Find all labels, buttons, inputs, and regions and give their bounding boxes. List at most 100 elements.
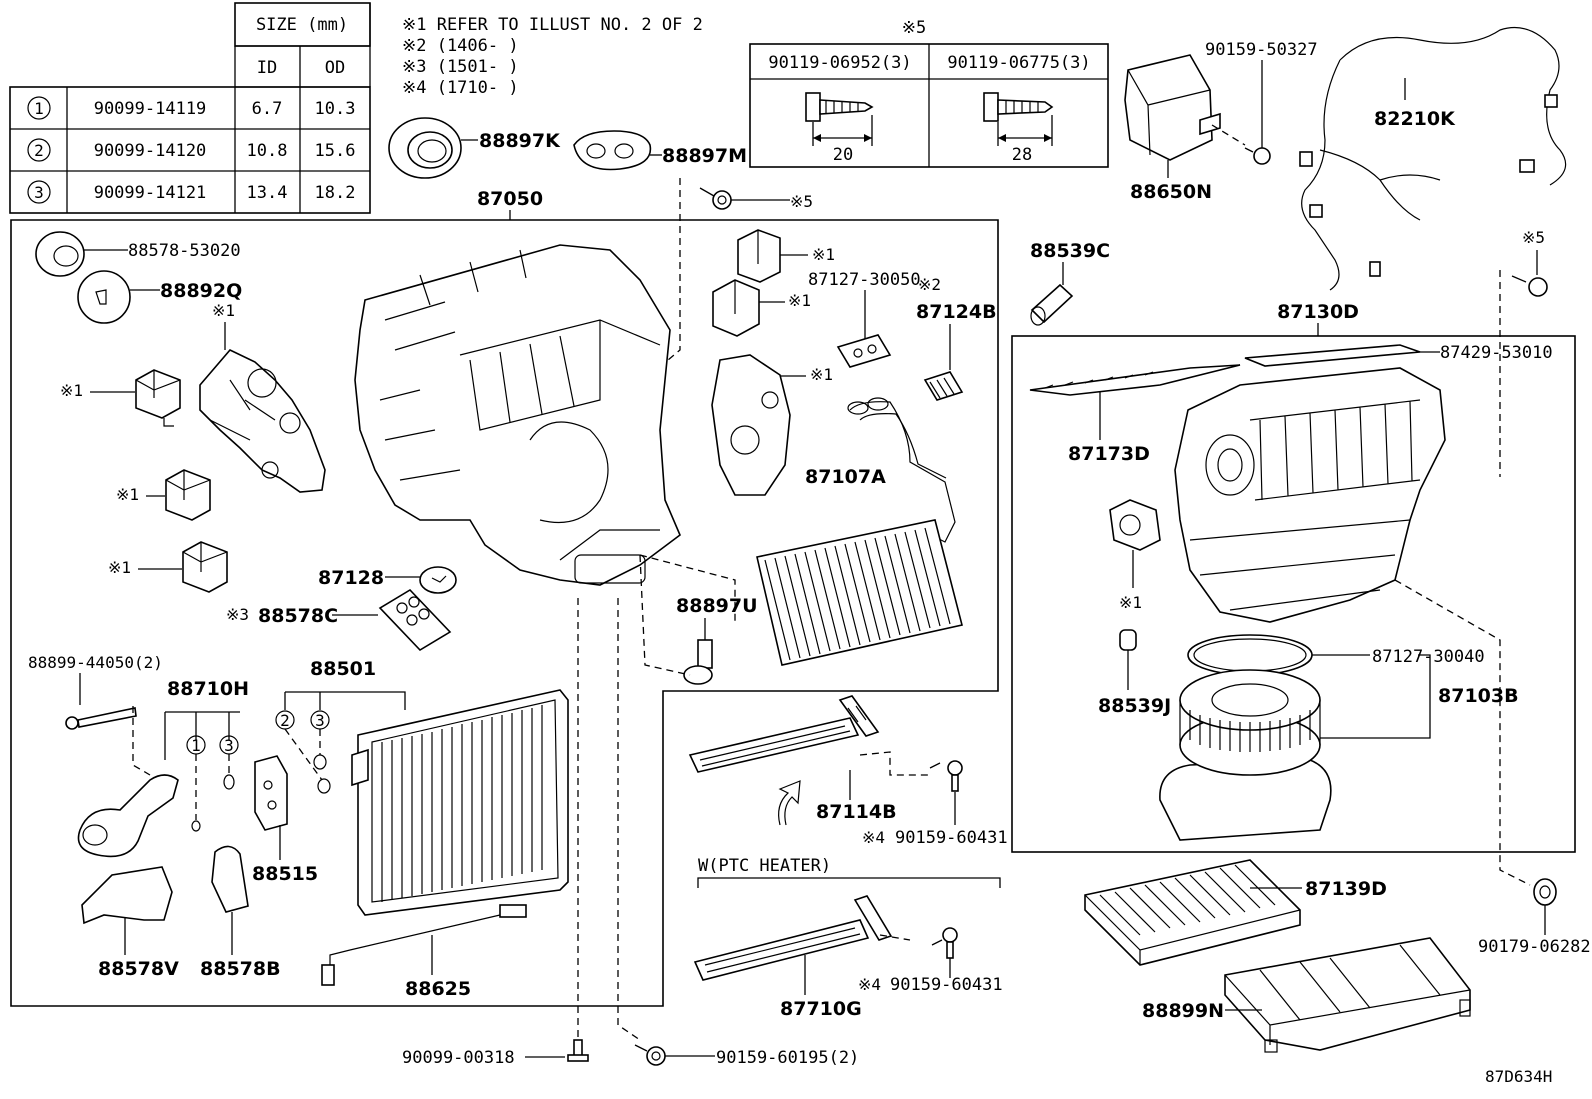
label-87114b: 87114B: [816, 801, 897, 823]
label-90179-06282: 90179-06282: [1478, 937, 1591, 957]
foam-87128-icon: [385, 566, 457, 594]
bolt-20-icon: [805, 92, 874, 146]
label-87050: 87050: [477, 188, 543, 210]
label-90159-50327: 90159-50327: [1205, 40, 1318, 60]
label-82210k: 82210K: [1374, 108, 1456, 130]
label-87124b: 87124B: [916, 301, 997, 323]
label-88899-44050: 88899-44050(2): [28, 653, 163, 672]
label-88501: 88501: [310, 658, 376, 680]
mark-1-d: ※1: [108, 558, 131, 577]
mark-5-right: ※5: [1522, 228, 1545, 247]
screw-icon: [931, 927, 958, 978]
label-87173d: 87173D: [1068, 443, 1150, 465]
damper-linkage-icon: [199, 349, 326, 493]
label-88578b: 88578B: [200, 958, 281, 980]
seal-88578-53020-icon: [35, 231, 128, 277]
bolt-table: ※5 90119-06952(3) 90119-06775(3) 20 28: [749, 18, 1109, 168]
diagram-id: 87D634H: [1485, 1067, 1552, 1086]
pipe-88710h-icon: [77, 774, 179, 858]
filter-87139d-icon: [1084, 859, 1302, 966]
servo-motor-icon: [712, 279, 760, 337]
label-88625: 88625: [405, 978, 471, 1000]
notes: ※1 REFER TO ILLUST NO. 2 OF 2 ※2 (1406- …: [402, 15, 703, 98]
servo-motor-icon: [182, 541, 228, 593]
seal-87429-53010-icon: [1244, 344, 1440, 367]
bolt-col-1-length: 20: [833, 145, 853, 165]
screw-icon: [1511, 275, 1548, 297]
mark-1-b: ※1: [60, 381, 83, 400]
group-87050-frame: [10, 219, 999, 1007]
size-row-3-num: 3: [34, 183, 44, 202]
screw-icon: [929, 760, 963, 825]
note-4: ※4 (1710- ): [402, 78, 519, 98]
bolt-table-header: ※5: [902, 18, 926, 38]
label-90159-60431-b: 90159-60431: [890, 975, 1003, 995]
label-88897u: 88897U: [676, 595, 758, 617]
label-88899n: 88899N: [1142, 1000, 1224, 1022]
mark-2: ※2: [918, 275, 941, 294]
label-87130d: 87130D: [1277, 301, 1359, 323]
label-88578-53020: 88578-53020: [128, 241, 241, 261]
group-87130d-frame: [1011, 335, 1576, 853]
wire-harness-82210k-icon: [1299, 26, 1567, 291]
grommet-88897m-icon: [573, 130, 662, 171]
label-90159-60195: 90159-60195(2): [716, 1048, 859, 1068]
size-row-1-part: 90099-14119: [94, 99, 207, 119]
nut-icon: [1533, 878, 1557, 935]
note-3: ※3 (1501- ): [402, 57, 519, 77]
grommet-88897u-icon: [683, 639, 713, 685]
blower-case-icon: [1174, 367, 1446, 623]
gasket-87127-30050-icon: [836, 334, 892, 368]
mark-5-top: ※5: [790, 192, 813, 211]
bolt-col-2-length: 28: [1012, 145, 1032, 165]
label-88539j: 88539J: [1098, 695, 1171, 717]
clip-87124b-icon: [923, 371, 964, 401]
bolt-28-icon: [983, 92, 1054, 146]
size-row-3-part: 90099-14121: [94, 183, 207, 203]
size-row-1-num: 1: [34, 99, 44, 118]
label-88650n: 88650N: [1130, 181, 1212, 203]
label-87429-53010: 87429-53010: [1440, 343, 1553, 363]
label-88539c: 88539C: [1030, 240, 1110, 262]
filter-tray-88899n-icon: [1224, 937, 1471, 1053]
ring-3-num: 3: [224, 736, 234, 755]
mark-4-a: ※4: [862, 828, 885, 847]
label-88897m: 88897M: [662, 145, 747, 167]
label-88578v: 88578V: [98, 958, 179, 980]
ptc-heater-87114b-icon: [688, 695, 880, 826]
mark-1-e: ※1: [812, 245, 835, 264]
label-88710h: 88710H: [167, 678, 249, 700]
servo-motor-icon: [1109, 499, 1161, 588]
mark-1-h: ※1: [1119, 593, 1142, 612]
bolt-col-1-part: 90119-06952(3): [768, 53, 911, 73]
insulator-88578b-icon: [211, 845, 249, 955]
mark-1-a: ※1: [212, 301, 235, 320]
seal-88897k-icon: [388, 117, 478, 179]
size-row-3-od: 18.2: [315, 183, 356, 203]
ecu-88650n-icon: [1124, 54, 1221, 178]
expansion-valve-88515-icon: [254, 755, 288, 860]
label-87107a: 87107A: [805, 466, 886, 488]
size-row-2-num: 2: [34, 141, 44, 160]
screw-icon: [634, 1044, 715, 1066]
mark-4-b: ※4: [858, 975, 881, 994]
label-88578c: 88578C: [258, 605, 338, 627]
screw-icon: [699, 187, 790, 210]
blower-motor-87103b-icon: [1159, 634, 1332, 841]
mark-1-g: ※1: [810, 365, 833, 384]
screw-icon: [1244, 60, 1271, 165]
size-row-3-id: 13.4: [247, 183, 288, 203]
ring-1-num: 1: [191, 736, 201, 755]
servo-motor-icon: [165, 469, 211, 521]
mark-1-f: ※1: [788, 291, 811, 310]
size-row-2-od: 15.6: [315, 141, 356, 161]
size-row-1-id: 6.7: [252, 99, 283, 119]
evaporator-88501-icon: [351, 689, 569, 916]
note-2: ※2 (1406- ): [402, 36, 519, 56]
pad-88578c-icon: [378, 588, 452, 652]
mark-1-c: ※1: [116, 485, 139, 504]
damper-88539j-icon: [1119, 629, 1137, 690]
label-90159-60431-a: 90159-60431: [895, 828, 1008, 848]
ptc-heater-87710g-icon: [693, 895, 893, 995]
size-table: SIZE (mm) ID OD 1 90099-14119 6.7 10.3 2…: [9, 2, 371, 214]
